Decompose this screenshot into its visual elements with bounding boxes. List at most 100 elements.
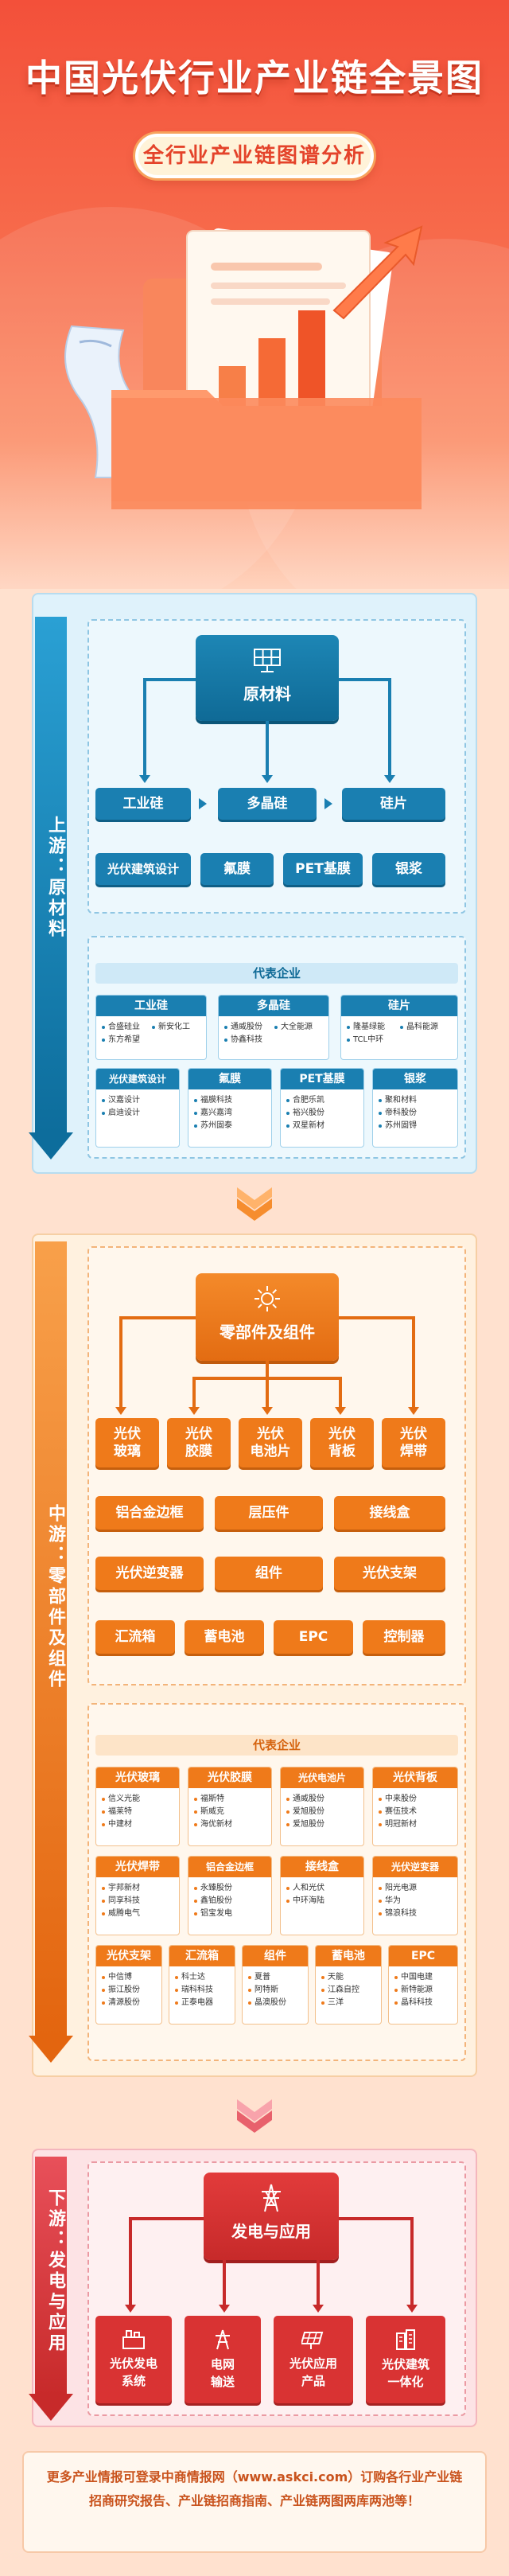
card-title: 光伏胶膜 [188, 1767, 271, 1788]
chevron-down-icon [237, 1187, 272, 1221]
midstream-node-pv-cell: 光伏 电池片 [239, 1418, 302, 1467]
company-item: 福膜科技 [193, 1094, 266, 1107]
company-item: 鑫铂股份 [193, 1895, 266, 1908]
company-card: 氟膜 福膜科技嘉兴嘉湾苏州固泰 [188, 1068, 272, 1148]
company-card: 光伏焊带 宇邦新材同享科技威腾电气 [95, 1856, 180, 1935]
company-card: EPC 中国电建新特能源晶科科技 [388, 1945, 458, 2025]
company-card: 银浆 聚和材料帝科股份苏州固锝 [372, 1068, 458, 1148]
company-item: 启迪设计 [101, 1107, 174, 1120]
company-item: 天能 [321, 1971, 376, 1984]
connector [266, 1361, 269, 1409]
company-card: 铝合金边框 永臻股份鑫铂股份铝宝发电 [188, 1856, 272, 1935]
connector [317, 2260, 320, 2306]
connector [143, 678, 196, 681]
card-title: 汇流箱 [169, 1946, 235, 1966]
company-item: 永臻股份 [193, 1882, 266, 1895]
arrow-down-icon [125, 2305, 136, 2313]
card-title: 蓄电池 [316, 1946, 381, 1966]
company-item: 中国电建 [394, 1971, 453, 1984]
company-item: 爱旭股份 [286, 1818, 359, 1831]
midstream-rep-title: 代表企业 [95, 1735, 458, 1756]
downstream-node-bipv: 光伏建筑 一体化 [366, 2316, 445, 2403]
midstream-node-pv-backsheet: 光伏 背板 [310, 1418, 374, 1467]
upstream-rep-title: 代表企业 [95, 963, 458, 984]
node-label: 光伏建筑 一体化 [381, 2357, 429, 2389]
arrow-down-icon [139, 775, 150, 783]
arrow-down-icon [262, 775, 273, 783]
card-title: 氟膜 [188, 1069, 271, 1089]
transmission-tower-icon [216, 2329, 230, 2350]
company-item: 合肥乐凯 [286, 1094, 359, 1107]
chevron-down-icon [237, 2099, 272, 2133]
node-label: 光伏发电 系统 [109, 2356, 157, 2388]
upstream-hub-label: 原材料 [243, 684, 291, 703]
company-item: 苏州固锝 [378, 1120, 453, 1132]
connector [129, 2217, 132, 2306]
company-item: 华为 [378, 1895, 453, 1908]
card-title: PET基膜 [281, 1069, 363, 1089]
company-item: 中环海陆 [286, 1895, 359, 1908]
midstream-node-inverter: 光伏逆变器 [95, 1557, 204, 1590]
company-item: 福莱特 [101, 1806, 174, 1818]
company-item: 阿特斯 [247, 1984, 303, 1997]
arrow-right-icon [324, 798, 332, 809]
company-item: 阳光电源 [378, 1882, 453, 1895]
company-item: 裕兴股份 [286, 1107, 359, 1120]
power-plant-icon [122, 2330, 145, 2349]
company-item: 通威股份 [223, 1021, 274, 1034]
downstream-node-pv-products: 光伏应用 产品 [274, 2316, 353, 2403]
company-item: 合盛硅业 [101, 1021, 151, 1034]
midstream-node-epc: EPC [274, 1620, 353, 1654]
card-title: EPC [389, 1946, 457, 1966]
company-item: 三洋 [321, 1997, 376, 2009]
upstream-node-fluorine-film: 氟膜 [200, 853, 274, 885]
company-card: 光伏支架 中信博振江股份清源股份 [95, 1945, 162, 2025]
upstream-node-industrial-silicon: 工业硅 [95, 788, 191, 820]
connector [129, 2217, 204, 2220]
card-title: 光伏玻璃 [96, 1767, 179, 1788]
downstream-node-pv-power-system: 光伏发电 系统 [95, 2316, 172, 2403]
connector [192, 1377, 342, 1380]
midstream-node-aluminum-frame: 铝合金边框 [95, 1496, 204, 1530]
company-item: 锦浪科技 [378, 1908, 453, 1920]
connector [388, 678, 391, 777]
midstream-label: 中游：零部件及组件 [45, 1504, 65, 1690]
upstream-node-wafer: 硅片 [342, 788, 445, 820]
company-card: 光伏背板 中来股份赛伍技术明冠新材 [372, 1767, 458, 1846]
company-item: 正泰电器 [174, 1997, 230, 2009]
midstream-node-pv-film: 光伏 胶膜 [167, 1418, 231, 1467]
card-title: 接线盒 [281, 1857, 363, 1877]
company-card: 接线盒 人和光伏中环海陆 [280, 1856, 364, 1935]
solar-panel-icon [301, 2332, 324, 2349]
arrow-down-icon [313, 2305, 324, 2313]
company-item: 同享科技 [101, 1895, 174, 1908]
card-title: 光伏逆变器 [373, 1857, 457, 1877]
company-item: 海优新材 [193, 1818, 266, 1831]
arrow-down-icon [384, 775, 395, 783]
card-title: 光伏电池片 [281, 1767, 363, 1788]
company-item: 帝科股份 [378, 1107, 453, 1120]
midstream-node-pv-glass: 光伏 玻璃 [95, 1418, 159, 1467]
company-item: 夏普 [247, 1971, 303, 1984]
midstream-node-battery: 蓄电池 [185, 1620, 264, 1654]
company-card: 光伏建筑设计 汉嘉设计启迪设计 [95, 1068, 180, 1148]
page-subtitle: 全行业产业链图谱分析 [135, 134, 374, 178]
solar-panel-icon [254, 649, 281, 672]
card-title: 光伏建筑设计 [96, 1069, 179, 1089]
midstream-node-controller: 控制器 [363, 1620, 445, 1654]
downstream-hub: 发电与应用 [204, 2173, 339, 2260]
company-item: 清源股份 [101, 1997, 157, 2009]
upstream-node-pv-building-design: 光伏建筑设计 [95, 853, 191, 885]
upstream-node-polysilicon: 多晶硅 [218, 788, 317, 820]
company-item: 嘉兴嘉湾 [193, 1107, 266, 1120]
company-item: 通威股份 [286, 1793, 359, 1806]
company-card: 蓄电池 天能江森自控三洋 [315, 1945, 382, 2025]
company-item: 汉嘉设计 [101, 1094, 174, 1107]
company-item: 大全能源 [274, 1021, 324, 1034]
footer-note: 更多产业情报可登录中商情报网（www.askci.com）订购各行业产业链招商研… [22, 2451, 487, 2553]
connector [412, 1316, 415, 1409]
company-item: 爱旭股份 [286, 1806, 359, 1818]
arrow-down-icon [262, 1407, 273, 1415]
midstream-side-arrow: 中游：零部件及组件 [29, 1241, 73, 2069]
